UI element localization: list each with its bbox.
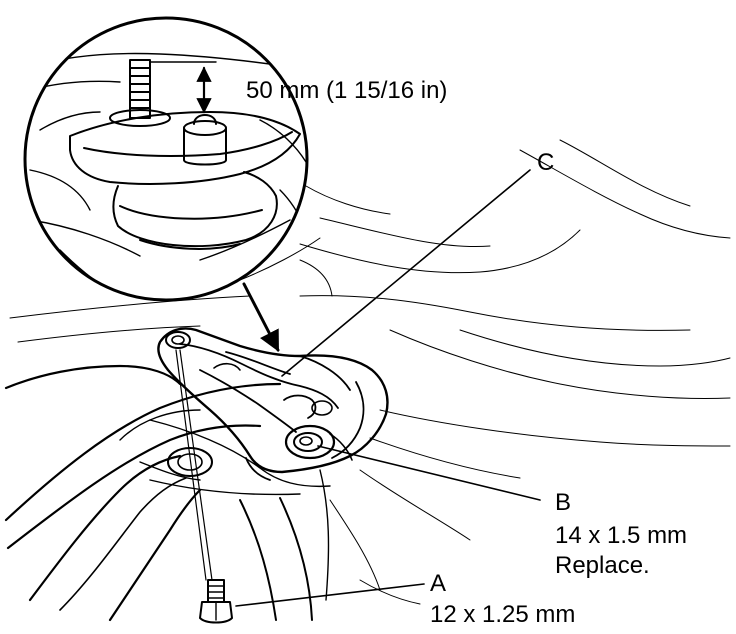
part-b-note: Replace.	[555, 552, 650, 579]
mount-bracket	[157, 327, 389, 481]
part-b-spec: 14 x 1.5 mm	[555, 522, 688, 549]
body-contours	[9, 139, 731, 605]
bolt-b	[284, 424, 353, 461]
dimension-label: 50 mm (1 15/16 in)	[246, 77, 448, 104]
leader-c	[281, 169, 531, 377]
detail-inset	[23, 16, 309, 302]
bolt-a	[199, 579, 233, 624]
part-b-label: B	[555, 489, 572, 516]
bolt-a-guide-lines	[175, 349, 213, 581]
part-a-label: A	[430, 570, 447, 597]
part-c-label: C	[537, 149, 555, 176]
leader-b	[317, 445, 541, 501]
subframe-arm	[4, 364, 331, 622]
part-a-spec: 12 x 1.25 mm	[430, 601, 576, 628]
leader-a	[235, 583, 425, 607]
inset-pointer-arrow	[242, 282, 280, 352]
